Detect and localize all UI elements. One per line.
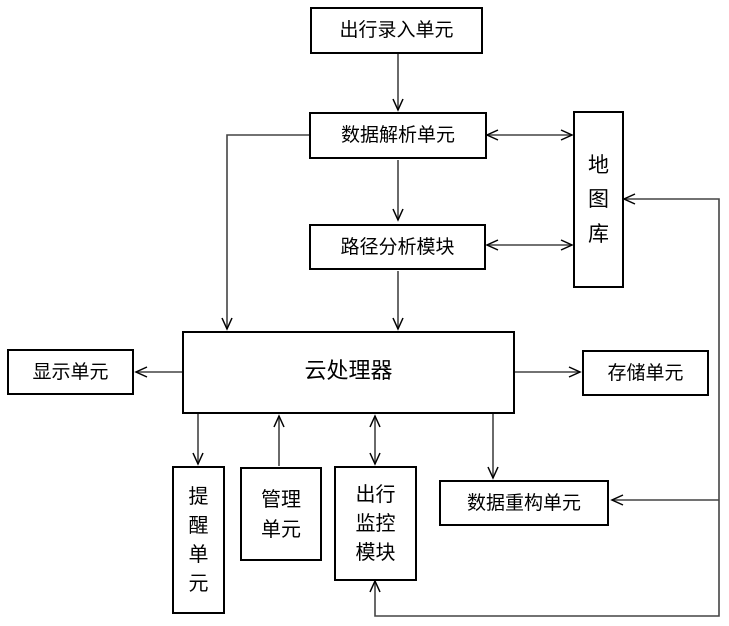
- reminder-char-3: 单: [189, 540, 209, 569]
- storage-unit: 存储单元: [582, 350, 709, 396]
- display-label: 显示单元: [32, 361, 108, 384]
- cloud-processor-label: 云处理器: [304, 359, 392, 385]
- management-line-1: 管理: [261, 484, 301, 514]
- data-reconstruct-unit: 数据重构单元: [439, 480, 609, 526]
- cloud-processor: 云处理器: [182, 331, 515, 414]
- map-db-char-3: 库: [588, 217, 609, 252]
- monitor-line-2: 监控: [356, 509, 396, 538]
- map-db-char-1: 地: [588, 148, 609, 183]
- reminder-unit: 提 醒 单 元: [172, 466, 225, 614]
- route-analysis-module: 路径分析模块: [309, 224, 486, 270]
- management-unit: 管理 单元: [240, 467, 322, 561]
- data-reconstruct-label: 数据重构单元: [467, 492, 581, 515]
- monitor-line-3: 模块: [356, 538, 396, 567]
- map-database: 地 图 库: [573, 111, 624, 288]
- travel-input-unit: 出行录入单元: [310, 7, 483, 54]
- reminder-char-4: 元: [189, 569, 209, 598]
- travel-monitor-module: 出行 监控 模块: [334, 466, 417, 581]
- storage-label: 存储单元: [607, 362, 683, 385]
- management-line-2: 单元: [261, 514, 301, 544]
- display-unit: 显示单元: [7, 349, 134, 395]
- monitor-line-1: 出行: [356, 480, 396, 509]
- map-db-char-2: 图: [588, 182, 609, 217]
- data-parse-label: 数据解析单元: [341, 124, 455, 147]
- data-parse-unit: 数据解析单元: [309, 112, 487, 159]
- travel-input-label: 出行录入单元: [339, 19, 453, 42]
- reminder-char-1: 提: [189, 482, 209, 511]
- route-analysis-label: 路径分析模块: [340, 236, 454, 259]
- reminder-char-2: 醒: [189, 511, 209, 540]
- arrow-parse-to-cloud: [227, 135, 309, 329]
